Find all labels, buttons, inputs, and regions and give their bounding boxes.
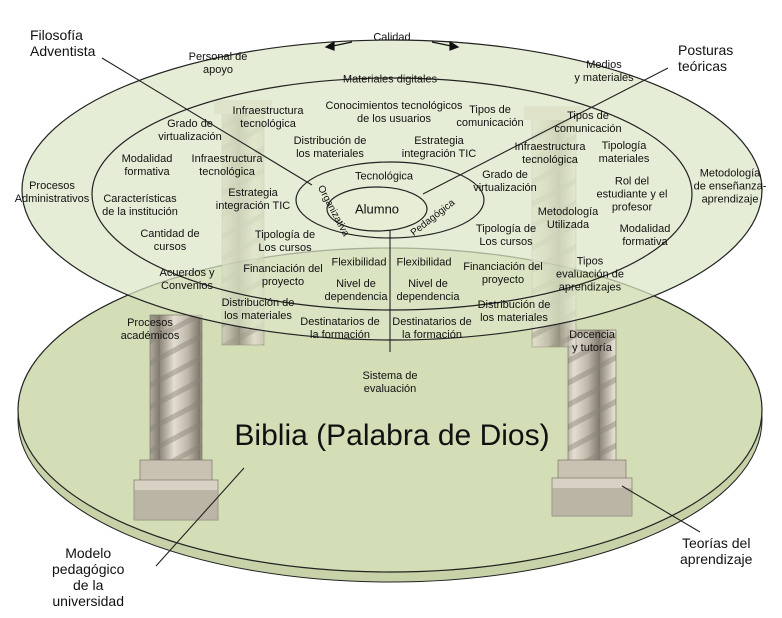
label-metodologia-utilizada: Metodología Utilizada: [537, 206, 599, 231]
label-distribucion-1: Distribución de los materiales: [293, 135, 367, 160]
label-docencia-tutoria: Docencia y tutoría: [569, 329, 615, 354]
label-tecnologica: Tecnológica: [354, 170, 414, 183]
label-tipologia-materiales: Tipología materiales: [598, 140, 650, 165]
label-cantidad-cursos: Cantidad de cursos: [140, 228, 200, 253]
label-tipos-comunicacion-1: Tipos de comunicación: [456, 104, 524, 129]
label-infraestructura-1: Infraestructura tecnológica: [232, 105, 304, 130]
label-nivel-dependencia-2: Nivel de dependencia: [396, 278, 460, 303]
divider-lines: [101, 57, 701, 567]
label-destinatarios-2: Destinatarios de la formación: [392, 316, 472, 341]
label-materiales-digitales: Materiales digitales: [342, 73, 438, 86]
label-flexibilidad-2: Flexibilidad: [396, 256, 452, 269]
label-tipos-evaluacion: Tipos evaluación de aprendizajes: [556, 255, 624, 294]
label-tipologia-cursos-2: Tipología de Los cursos: [475, 223, 537, 248]
label-procesos-academicos: Procesos académicos: [120, 317, 180, 342]
label-medios-materiales: Medios y materiales: [574, 59, 634, 84]
label-grado-virtualizacion-2: Grado de virtualización: [473, 169, 537, 194]
callout-posturas-teoricas: Posturas teóricas: [678, 42, 734, 74]
label-infraestructura-3: Infraestructura tecnológica: [191, 153, 263, 178]
label-financiacion-2: Financiación del proyecto: [463, 261, 543, 286]
label-tipologia-cursos-1: Tipología de Los cursos: [254, 229, 316, 254]
label-metodologia-ensenanza: Metodología de enseñanza- aprendizaje: [693, 167, 767, 206]
label-caracteristicas-institucion: Características de la institución: [102, 193, 178, 218]
label-infraestructura-2: Infraestructura tecnológica: [514, 141, 586, 166]
label-financiacion-1: Financiación del proyecto: [243, 263, 323, 288]
label-tipos-comunicacion-2: Tipos de comunicación: [554, 110, 622, 135]
label-sistema-evaluacion: Sistema de evaluación: [362, 370, 418, 395]
label-personal-apoyo: Personal de apoyo: [188, 51, 248, 76]
label-distribucion-2: Distribución de los materiales: [221, 297, 295, 322]
callout-teorias-aprendizaje: Teorías del aprendizaje: [680, 535, 753, 567]
label-conocimientos-tecnologicos: Conocimientos tecnológicos de los usuari…: [325, 100, 463, 125]
bible-title: Biblia (Palabra de Dios): [234, 419, 550, 452]
label-procesos-administrativos: Procesos Administrativos: [14, 180, 90, 205]
label-flexibilidad-1: Flexibilidad: [331, 256, 387, 269]
label-modalidad-formativa-1: Modalidad formativa: [121, 153, 173, 178]
label-alumno: Alumno: [354, 201, 400, 217]
label-estrategia-2: Estrategia integración TIC: [215, 187, 291, 212]
label-rol-estudiante: Rol del estudiante y el profesor: [596, 175, 668, 214]
label-nivel-dependencia-1: Nivel de dependencia: [324, 278, 388, 303]
pillar-left-front: [133, 314, 219, 521]
label-destinatarios-1: Destinatarios de la formación: [300, 316, 380, 341]
callout-modelo-pedagogico: Modelo pedagógico de la universidad: [52, 545, 125, 609]
pillar-right-front: [551, 329, 633, 517]
label-modalidad-formativa-2: Modalidad formativa: [619, 223, 671, 248]
label-calidad: Calidad: [373, 31, 411, 44]
label-grado-virtualizacion-1: Grado de virtualización: [158, 118, 222, 143]
calidad-arrows: [324, 40, 460, 51]
callout-filosofia-adventista: Filosofía Adventista: [30, 27, 96, 59]
label-acuerdos-convenios: Acuerdos y Convenios: [159, 267, 215, 292]
label-estrategia-1: Estrategia integración TIC: [401, 135, 477, 160]
label-distribucion-3: Distribución de los materiales: [477, 299, 551, 324]
